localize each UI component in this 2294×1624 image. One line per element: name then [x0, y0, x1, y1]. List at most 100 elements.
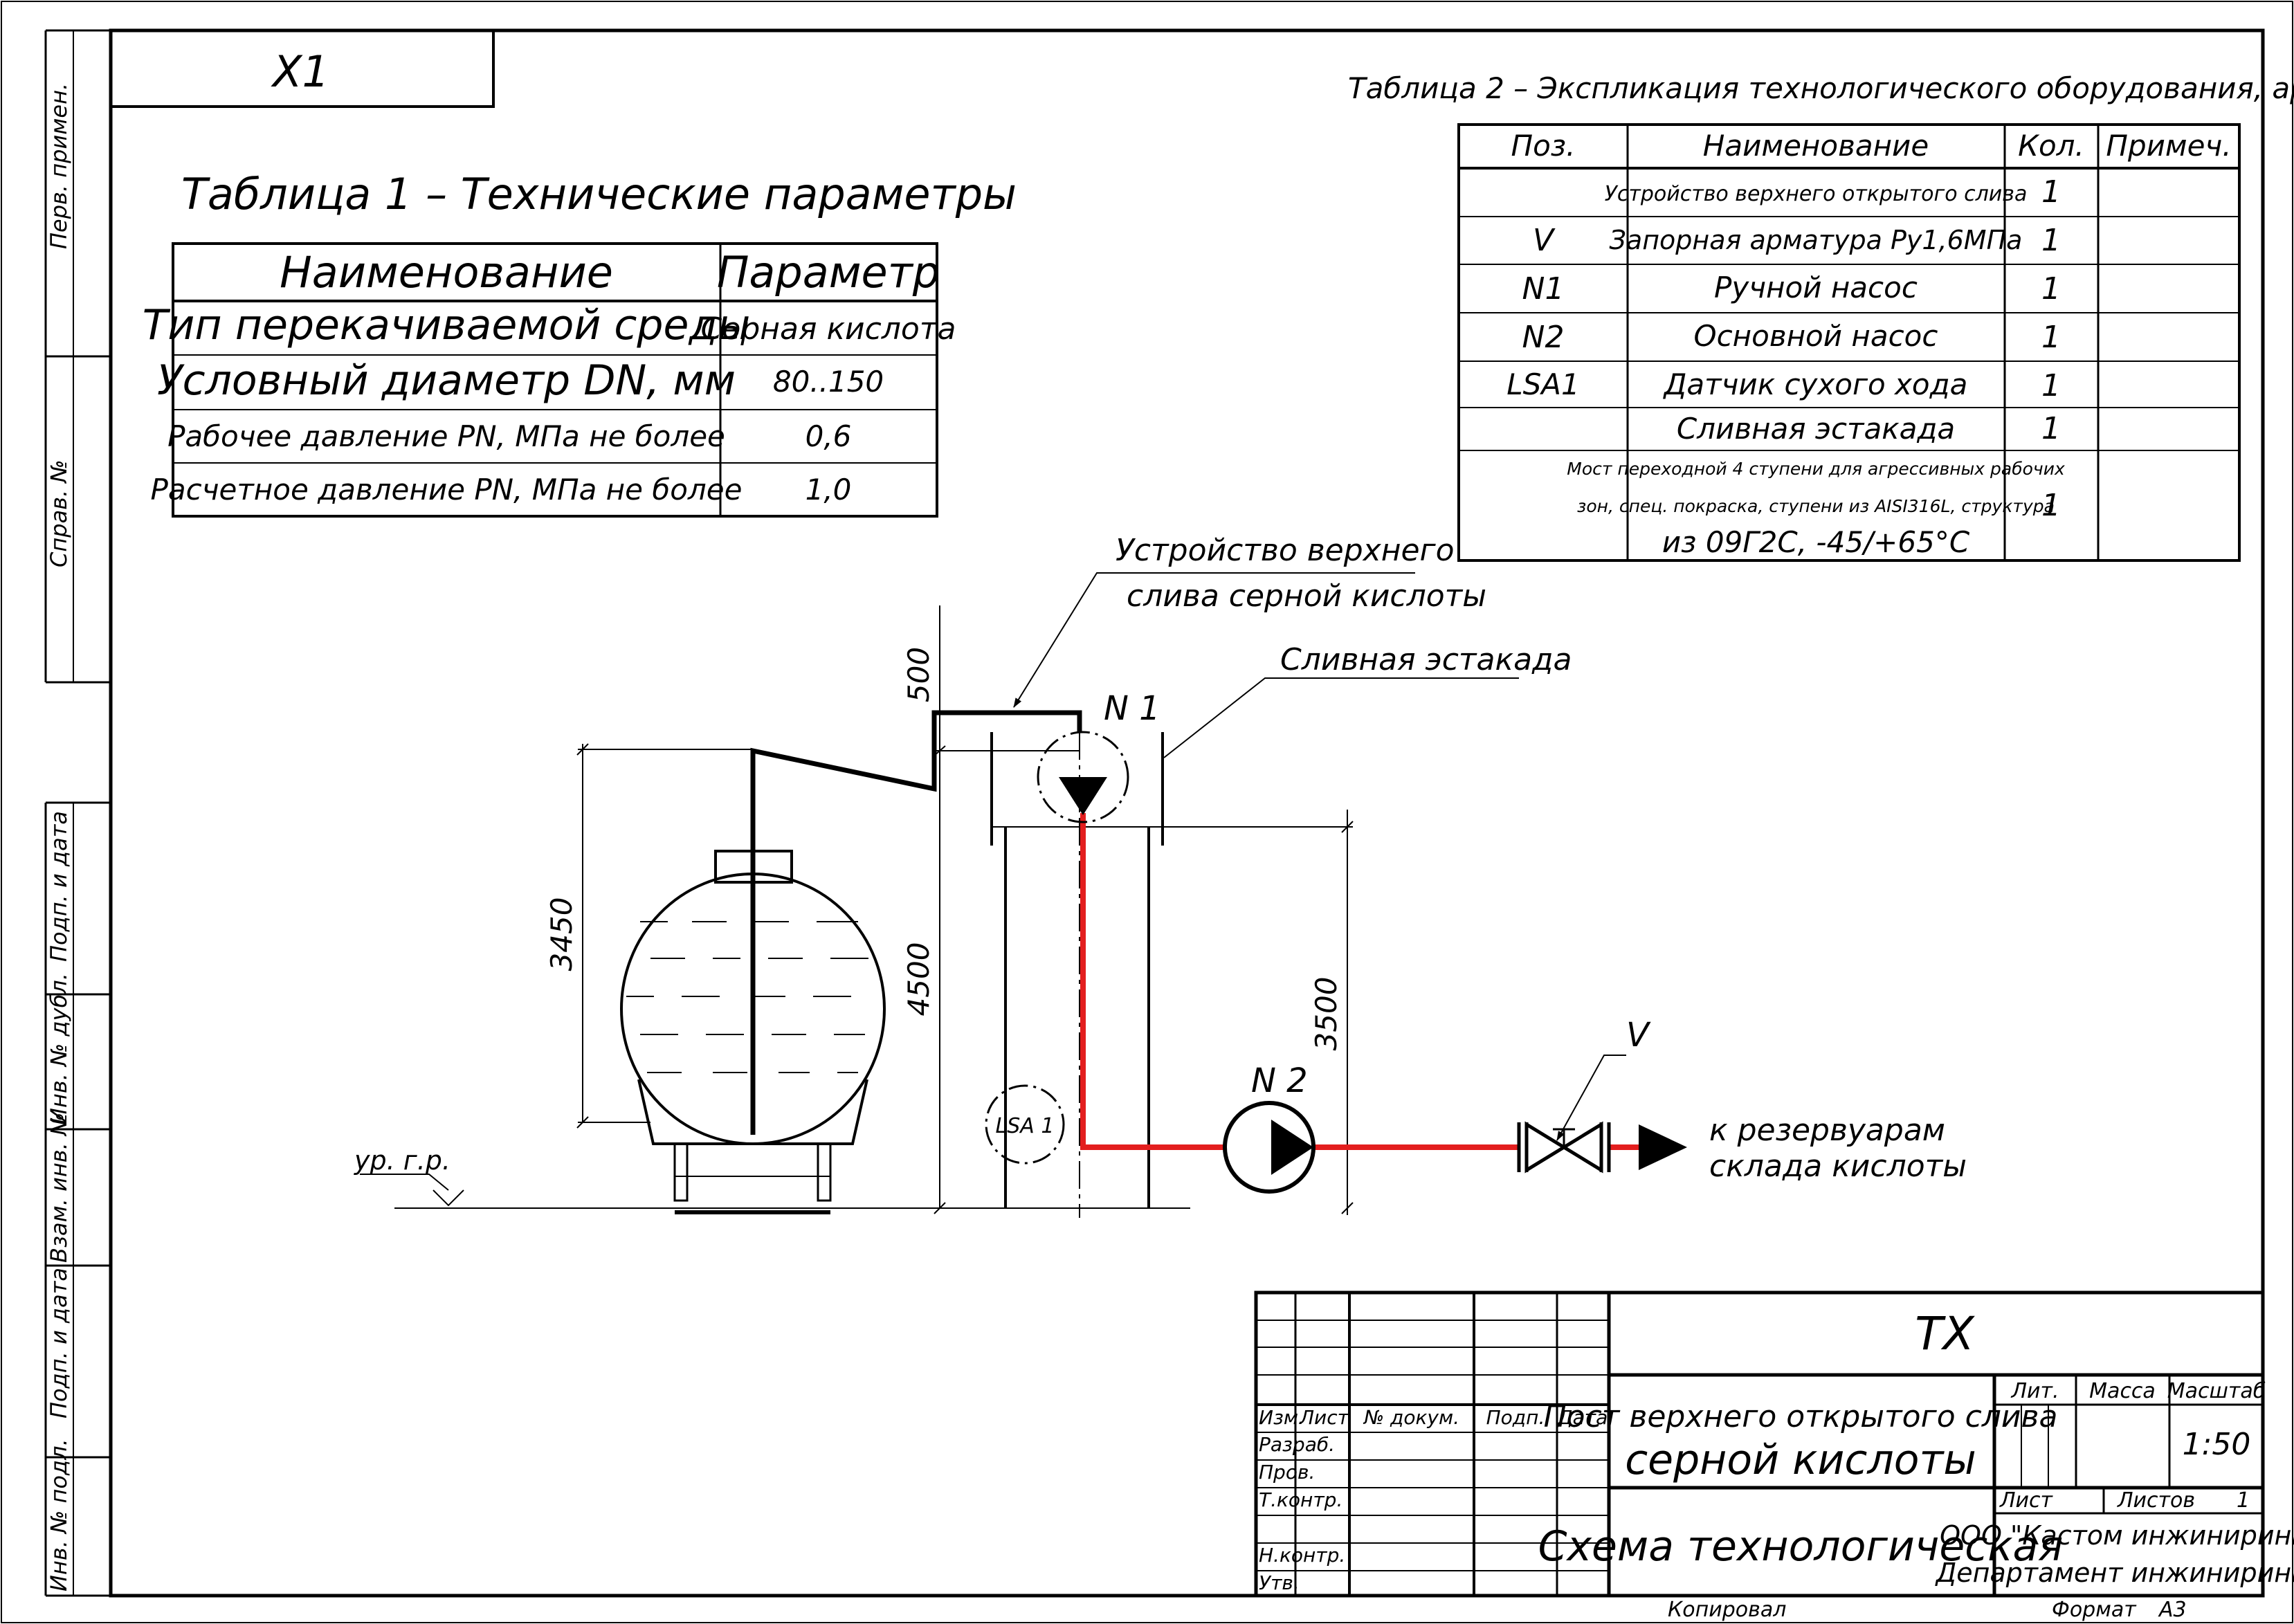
dimension-lines	[576, 605, 1354, 1218]
sensor-lsa1-symbol	[985, 1084, 1065, 1165]
role-nkontr: Н.контр.	[1259, 1544, 1345, 1567]
side-label-dubl: Инв. № дубл.	[46, 973, 72, 1124]
col-header-list: Лист	[1299, 1406, 1349, 1429]
pump-n2-symbol	[1223, 1101, 1316, 1194]
table2-cell: 1	[2041, 411, 2061, 446]
side-label-podl: Инв. № подл.	[46, 1439, 72, 1591]
callout-device-line-1: Устройство верхнего	[1116, 533, 1455, 568]
table1-title: Таблица 1 – Технические параметры	[181, 169, 1017, 219]
table2-cell: LSA1	[1506, 367, 1580, 401]
pump-n1-symbol	[1037, 731, 1129, 823]
table2-header-pos: Поз.	[1511, 129, 1576, 163]
destination-line-1: к резервуарам	[1709, 1113, 1945, 1148]
table1-cell: Расчетное давление PN, МПа не более	[151, 473, 743, 507]
table2-cell: 1	[2041, 271, 2061, 307]
callout-device-leader	[1013, 572, 1415, 708]
pump-n2-label: N 2	[1251, 1061, 1308, 1100]
mass-label: Масса	[2089, 1379, 2156, 1403]
table2-cell-line: из 09Г2С, -45/+65°С	[1662, 525, 1970, 559]
scheme: ур. г.р.	[354, 533, 1967, 1218]
table2-header-name: Наименование	[1703, 129, 1929, 163]
dimension-3500: 3500	[1309, 977, 1343, 1051]
dimension-500: 500	[902, 647, 936, 702]
table2-cell: N2	[1522, 320, 1565, 355]
table2-cell: 1	[2041, 174, 2061, 210]
table2-cell: 1	[2041, 223, 2061, 258]
callout-device-line-2: слива серной кислоты	[1127, 578, 1486, 614]
table2-cell: Запорная арматура Ру1,6МПа	[1610, 225, 2023, 255]
table1-cell: Условный диаметр DN, мм	[157, 356, 736, 405]
col-header-date: Дата	[1556, 1406, 1608, 1429]
col-header-podp: Подп.	[1486, 1406, 1545, 1429]
table2-cell: Ручной насос	[1714, 271, 1918, 304]
dimension-4500: 4500	[902, 942, 936, 1016]
col-header-izm: Изм.	[1259, 1406, 1304, 1429]
table2-cell-line: Мост переходной 4 ступени для агрессивны…	[1567, 459, 2065, 479]
side-label-sprav: Справ. №	[46, 459, 72, 567]
table2-cell: 1	[2041, 320, 2061, 355]
footer-copied: Копировал	[1668, 1598, 1786, 1622]
org-line-2: Департамент инжиниринга	[1935, 1558, 2294, 1588]
scale-value: 1:50	[2183, 1427, 2251, 1462]
side-label-vzam: Взам. инв. №	[46, 1113, 72, 1263]
dimension-3450: 3450	[545, 897, 579, 971]
tank-liquid	[626, 921, 868, 1073]
destination-line-2: склада кислоты	[1709, 1149, 1967, 1184]
table2-header-note: Примеч.	[2106, 129, 2231, 163]
table2-text: Поз. Наименование Кол. Примеч. Устройств…	[1506, 129, 2231, 559]
table2-cell: 1	[2041, 368, 2061, 403]
process-line	[1080, 813, 1225, 1150]
table1-cell: Рабочее давление PN, МПа не более	[167, 419, 725, 453]
scale-label: Масштаб	[2167, 1379, 2266, 1403]
side-label-podp2: Подп. и дата	[46, 1268, 72, 1418]
table2-grid	[1457, 123, 2241, 562]
role-razrab: Разраб.	[1259, 1433, 1335, 1456]
org-line-1: ООО "Кастом инжиниринг"	[1940, 1520, 2294, 1551]
table2-cell: 1	[2041, 488, 2061, 523]
table1-header-name: Наименование	[280, 247, 613, 298]
table2-cell: Основной насос	[1694, 319, 1938, 353]
lists-value: 1	[2237, 1488, 2250, 1513]
col-header-doc: № докум.	[1363, 1406, 1459, 1429]
callout-trestle: Сливная эстакада	[1280, 642, 1572, 677]
lit-label: Лит.	[2010, 1379, 2059, 1403]
table1-cell: 80..150	[773, 365, 884, 399]
side-label-podp1: Подп. и дата	[46, 811, 72, 962]
doc-code: ТХ	[1915, 1307, 1975, 1360]
table2-header-qty: Кол.	[2018, 129, 2084, 163]
ground-label: ур. г.р.	[354, 1145, 450, 1176]
table2-cell: Сливная эстакада	[1677, 412, 1955, 446]
table1-cell: 1,0	[805, 473, 852, 507]
table1-text: Наименование Параметр Тип перекачиваемой…	[143, 247, 956, 507]
table1-cell: 0,6	[805, 419, 852, 453]
lists-label: Листов	[2117, 1488, 2195, 1513]
table2-cell: Устройство верхнего открытого слива	[1605, 182, 2028, 206]
side-label-perv: Перв. примен.	[46, 83, 72, 249]
footer-format-value: А3	[2158, 1598, 2187, 1622]
code-box-label: X1	[271, 46, 329, 97]
ground-line	[360, 1174, 1190, 1209]
sheet-type: Схема технологическая	[1538, 1522, 2064, 1571]
outlet-arrow	[1639, 1124, 1687, 1170]
role-prov: Пров.	[1259, 1461, 1315, 1484]
table1-cell: Серная кислота	[701, 311, 956, 347]
drain-pipe	[750, 710, 1082, 1135]
table2-cell: Датчик сухого хода	[1663, 367, 1968, 401]
title-block-grid	[1254, 1290, 2265, 1598]
doc-name-line-2: серной кислоты	[1625, 1436, 1976, 1484]
title-block-text: ТХ Изм. Лист № докум. Подп. Дата Разраб.…	[1259, 1307, 2294, 1594]
sensor-lsa1-label: LSA 1	[996, 1114, 1055, 1138]
table1-header-param: Параметр	[717, 247, 940, 298]
table1-cell: Тип перекачиваемой среды	[143, 301, 750, 349]
list-label: Лист	[1999, 1488, 2054, 1513]
doc-name-line-1: Пост верхнего открытого слива	[1544, 1399, 2058, 1434]
table2-cell: N1	[1522, 271, 1565, 307]
valve-v-symbol	[1517, 1121, 1611, 1174]
pump-n1-label: N 1	[1104, 689, 1160, 728]
valve-leader	[1556, 1055, 1626, 1141]
callout-trestle-leader	[1163, 677, 1519, 758]
footer-format-label: Формат	[2052, 1598, 2137, 1622]
side-labels: Перв. примен. Справ. № Подп. и дата Инв.…	[46, 83, 72, 1591]
table1-grid	[172, 242, 938, 518]
